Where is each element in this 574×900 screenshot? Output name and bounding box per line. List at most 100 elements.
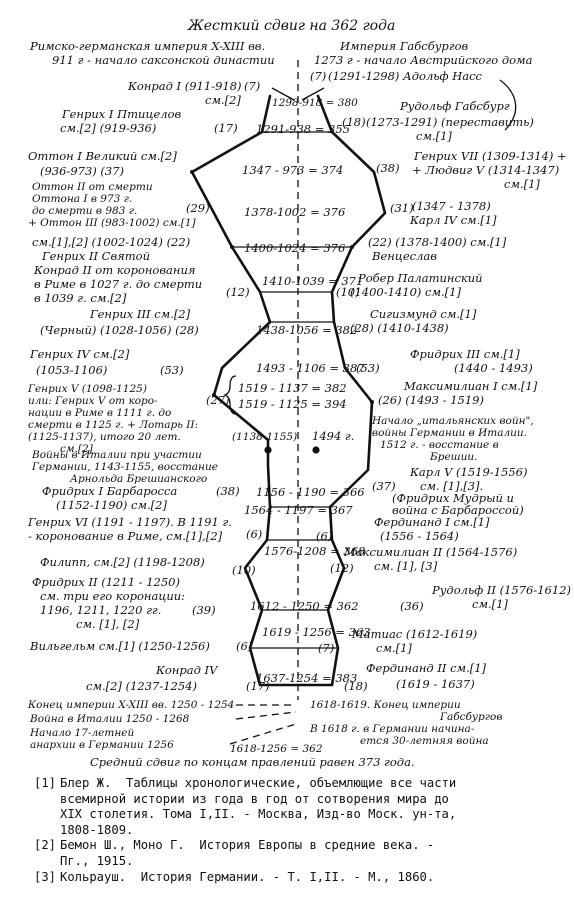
right-item-wenzel: (22) (1378-1400) см.[1] Венцеслав	[368, 235, 507, 263]
rudolf1-line-1: Рудольф Габсбург	[399, 99, 510, 113]
karl5-count: (37)	[372, 479, 396, 493]
henry1-line-1: Генрих I Птицелов	[61, 107, 182, 121]
dynasty-comparison-diagram: Жесткий сдвиг на 362 года Римско-германс…	[27, 18, 571, 769]
right-item-sigismund: Сигизмунд см.[1] (28) (1410-1438)	[350, 307, 477, 335]
max2-line-2: см. [1], [3]	[374, 559, 438, 573]
henry6-line-1: Генрих VI (1191 - 1197). В 1191 г.	[27, 515, 232, 529]
henry4-line-2: (1053-1106)	[36, 363, 107, 377]
ferd2-count: (18)	[344, 679, 368, 693]
left-header-line-1: Римско-германская империя X-XIII вв.	[29, 39, 265, 53]
henry1-count: (17)	[214, 121, 238, 135]
center-label: 1156 - 1190 = 366	[256, 485, 365, 499]
max1-line-2: (26) (1493 - 1519)	[378, 393, 484, 407]
philipp-line-1: Филипп, см.[2] (1198-1208)	[40, 555, 205, 569]
left-item-wilhelm: Вильгельм см.[1] (1250-1256) (6)	[29, 639, 252, 653]
center-label: 1378-1002 = 376	[244, 205, 345, 219]
left-item-henry6: Генрих VI (1191 - 1197). В 1191 г. - кор…	[27, 515, 262, 543]
reference-item: [3] Кольрауш. История Германии. - Т. I,I…	[34, 870, 564, 886]
wilhelm-line-1: Вильгельм см.[1] (1250-1256)	[29, 639, 210, 653]
konrad2-line-3: в 1039 г. см.[2]	[34, 291, 127, 305]
adolf-line-1: (1291-1298) Адольф Насс	[328, 69, 483, 83]
left-item-henry1: Генрих I Птицелов см.[2] (919-936) (17)	[60, 107, 238, 135]
center-label: 1347 - 973 = 374	[242, 163, 343, 177]
bottom-right-line-1: 1618-1619. Конец империи	[310, 699, 461, 711]
henry5-line-1: Генрих V (1098-1125)	[27, 383, 147, 395]
henry7-count: (38)	[376, 161, 400, 175]
left-item-otto2: Оттон II от смерти Оттона I в 973 г. до …	[28, 181, 210, 229]
right-item-robert: Робер Палатинский (1400-1410) см.[1] (10…	[336, 271, 483, 299]
bottom-left-line-4: анархии в Германии 1256	[30, 739, 174, 751]
wars-right-line-1: Начало „итальянских войн",	[371, 415, 534, 427]
henry5-line-4: смерти в 1125 г. + Лотарь II:	[28, 419, 198, 431]
reference-text: Бемон Ш., Моно Г. История Европы в средн…	[60, 838, 435, 868]
otto2-line-4: + Оттон III (983-1002) см.[1]	[28, 217, 197, 229]
fred3-count: (53)	[356, 361, 380, 375]
max1-line-1: Максимилиан I см.[1]	[403, 379, 538, 393]
references-list: [1] Блер Ж. Таблицы хронологические, объ…	[34, 776, 564, 885]
right-item-fred3: Фридрих III см.[1] (1440 - 1493) (53)	[356, 347, 533, 375]
center-label: 1438-1056 = 382	[256, 323, 357, 337]
right-header-line-1: Империя Габсбургов	[339, 39, 469, 53]
henry6-line-2: - коронование в Риме, см.[1],[2]	[28, 529, 223, 543]
left-item-henry5: Генрих V (1098-1125) или: Генрих V от ко…	[27, 383, 230, 455]
fred1-line-1: Фридрих I Барбаросса	[42, 484, 177, 498]
reference-number: [3]	[34, 869, 57, 884]
chain-node	[370, 400, 374, 404]
left-item-wars-left: Войны в Италии при участии Германии, 114…	[31, 449, 218, 485]
karl5-line-1: Карл V (1519-1556)	[409, 465, 527, 479]
right-item-karl5: Карл V (1519-1556) см. [1],[3]. (Фридрих…	[372, 465, 527, 517]
reference-item: [2] Бемон Ш., Моно Г. История Европы в с…	[34, 838, 564, 869]
dot-left	[264, 446, 272, 454]
ferd1-line-1: Фердинанд I см.[1]	[374, 515, 490, 529]
henry5-line-3: нации в Риме в 1111 г. до	[28, 407, 171, 419]
left-item-otto1: Оттон I Великий см.[2] (936-973) (37)	[28, 149, 177, 178]
right-item-max2: Максимилиан II (1564-1576) см. [1], [3] …	[330, 545, 517, 575]
wars-left-line-2: Германии, 1143-1155, восстание	[31, 461, 218, 473]
wars-right-line-4: Брешии.	[429, 451, 477, 463]
henry7-line-2: + Людвиг V (1314-1347)	[412, 163, 559, 177]
center-label: 1619 - 1256 = 363	[262, 625, 371, 639]
henry1-line-2: см.[2] (919-936)	[60, 121, 156, 135]
konrad2-line-1: Конрад II от коронования	[33, 263, 196, 277]
center-label: 1400-1024 = 376	[244, 241, 345, 255]
left-item-philipp: Филипп, см.[2] (1198-1208) (10)	[40, 555, 256, 577]
wilhelm-count: (6)	[236, 639, 252, 653]
fred1-line-2: (1152-1190) см.[2]	[56, 498, 167, 512]
konrad4-line-2: см.[2] (1237-1254)	[86, 679, 197, 693]
bottom-link-3	[229, 723, 297, 745]
center-label: 1564 - 1197 = 367	[244, 503, 353, 517]
karl4-line-2: Карл IV см.[1]	[409, 213, 497, 227]
bottom-right-line-4: ется 30-летняя война	[360, 735, 489, 747]
henry4-line-1: Генрих IV см.[2]	[29, 347, 130, 361]
reference-number: [2]	[34, 838, 57, 853]
chain-node	[350, 245, 354, 249]
comparison-chain-line	[190, 94, 387, 687]
karl5-line-2: см. [1],[3].	[420, 479, 483, 493]
rudolf-swap-arrow	[499, 79, 517, 131]
wars-left-line-3: Арнольда Брешианского	[69, 473, 207, 485]
wenzel-line-1: (22) (1378-1400) см.[1]	[368, 235, 507, 249]
henry4-count: (53)	[160, 363, 184, 377]
center-label: 1612 - 1250 = 362	[250, 599, 359, 613]
henry5-line-2: или: Генрих V от коро-	[28, 395, 158, 407]
right-item-matthias: Матиас (1612-1619) см.[1] (7)	[318, 627, 477, 655]
henry7-line-1: Генрих VII (1309-1314) +	[413, 149, 567, 163]
ferd1-count: (6)	[316, 529, 332, 543]
left-item-fred1: Фридрих I Барбаросса (1152-1190) см.[2] …	[42, 484, 240, 512]
karl5-line-4: война с Барбароссой)	[392, 503, 524, 517]
center-label: 1493 - 1106 = 387	[256, 361, 365, 375]
rudolf2-line-1: Рудольф II (1576-1612)	[431, 583, 571, 597]
otto2-line-2: Оттона I в 973 г.	[32, 193, 132, 205]
otto1-line-2: (936-973) (37)	[40, 164, 124, 178]
ferd2-line-2: (1619 - 1637)	[396, 677, 475, 691]
konrad2-line-2: в Риме в 1027 г. до смерти	[34, 277, 202, 291]
bottom-left-line-3: Начало 17-летней	[29, 727, 134, 739]
robert-line-1: Робер Палатинский	[357, 271, 483, 285]
henry6-count: (6)	[246, 527, 262, 541]
konrad4-count: (17)	[246, 679, 270, 693]
fred2-line-4: см. [1], [2]	[76, 617, 140, 631]
left-item-henry4: Генрих IV см.[2] (1053-1106) (53)	[29, 347, 184, 377]
top-connector-left	[271, 87, 295, 101]
karl5-line-3: (Фридрих Мудрый и	[392, 491, 514, 505]
chain-node	[230, 245, 234, 249]
